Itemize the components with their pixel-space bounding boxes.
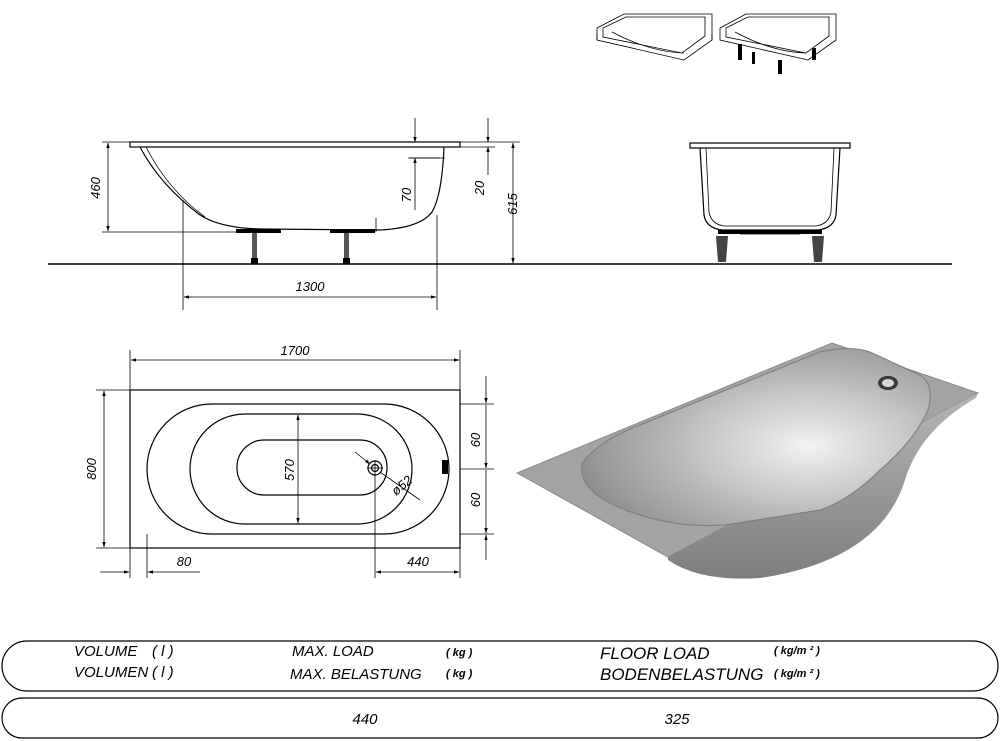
label-bodenbelastung: BODENBELASTUNG xyxy=(600,665,763,684)
dim-615: 615 xyxy=(505,192,520,214)
unit-max-belastung: ( kg ) xyxy=(446,668,473,680)
label-floor-load: FLOOR LOAD xyxy=(600,644,710,663)
spec-header-frame xyxy=(1,640,999,692)
tub-3d-render xyxy=(515,342,980,579)
unit-volumen: ( l ) xyxy=(152,664,174,681)
unit-volume: ( l ) xyxy=(152,643,174,660)
dim-440: 440 xyxy=(407,554,429,569)
end-view xyxy=(689,142,851,262)
dim-1700: 1700 xyxy=(281,343,311,358)
value-volume: 440 xyxy=(352,711,378,728)
dim-460: 460 xyxy=(88,176,103,198)
label-max-belastung: MAX. BELASTUNG xyxy=(290,666,422,683)
spec-values-frame xyxy=(1,697,999,739)
dim-60-top: 60 xyxy=(468,432,483,447)
label-volume: VOLUME xyxy=(74,643,138,660)
dim-60-bottom: 60 xyxy=(468,492,483,507)
label-volumen: VOLUMEN xyxy=(74,664,148,681)
spec-table: VOLUME ( l ) VOLUMEN ( l ) MAX. LOAD ( k… xyxy=(1,640,999,739)
unit-floor-load: ( kg/m ² ) xyxy=(774,645,820,657)
dim-800: 800 xyxy=(84,457,99,479)
dim-570: 570 xyxy=(282,458,297,480)
label-max-load: MAX. LOAD xyxy=(292,643,374,660)
value-floor-load: 325 xyxy=(664,711,690,728)
thumbnail-tub-legs xyxy=(719,13,837,74)
dim-80: 80 xyxy=(177,554,192,569)
plan-dimensions: 1700 800 570 60 60 ø52 80 440 xyxy=(84,343,494,578)
thumbnail-tub-plain xyxy=(596,13,713,61)
dim-1300: 1300 xyxy=(296,279,326,294)
side-dimensions: 460 70 20 615 1300 xyxy=(88,118,520,310)
unit-max-load: ( kg ) xyxy=(446,647,473,659)
unit-bodenbelastung: ( kg/m ² ) xyxy=(774,668,820,680)
dim-20: 20 xyxy=(472,180,487,196)
dim-70: 70 xyxy=(399,187,414,202)
